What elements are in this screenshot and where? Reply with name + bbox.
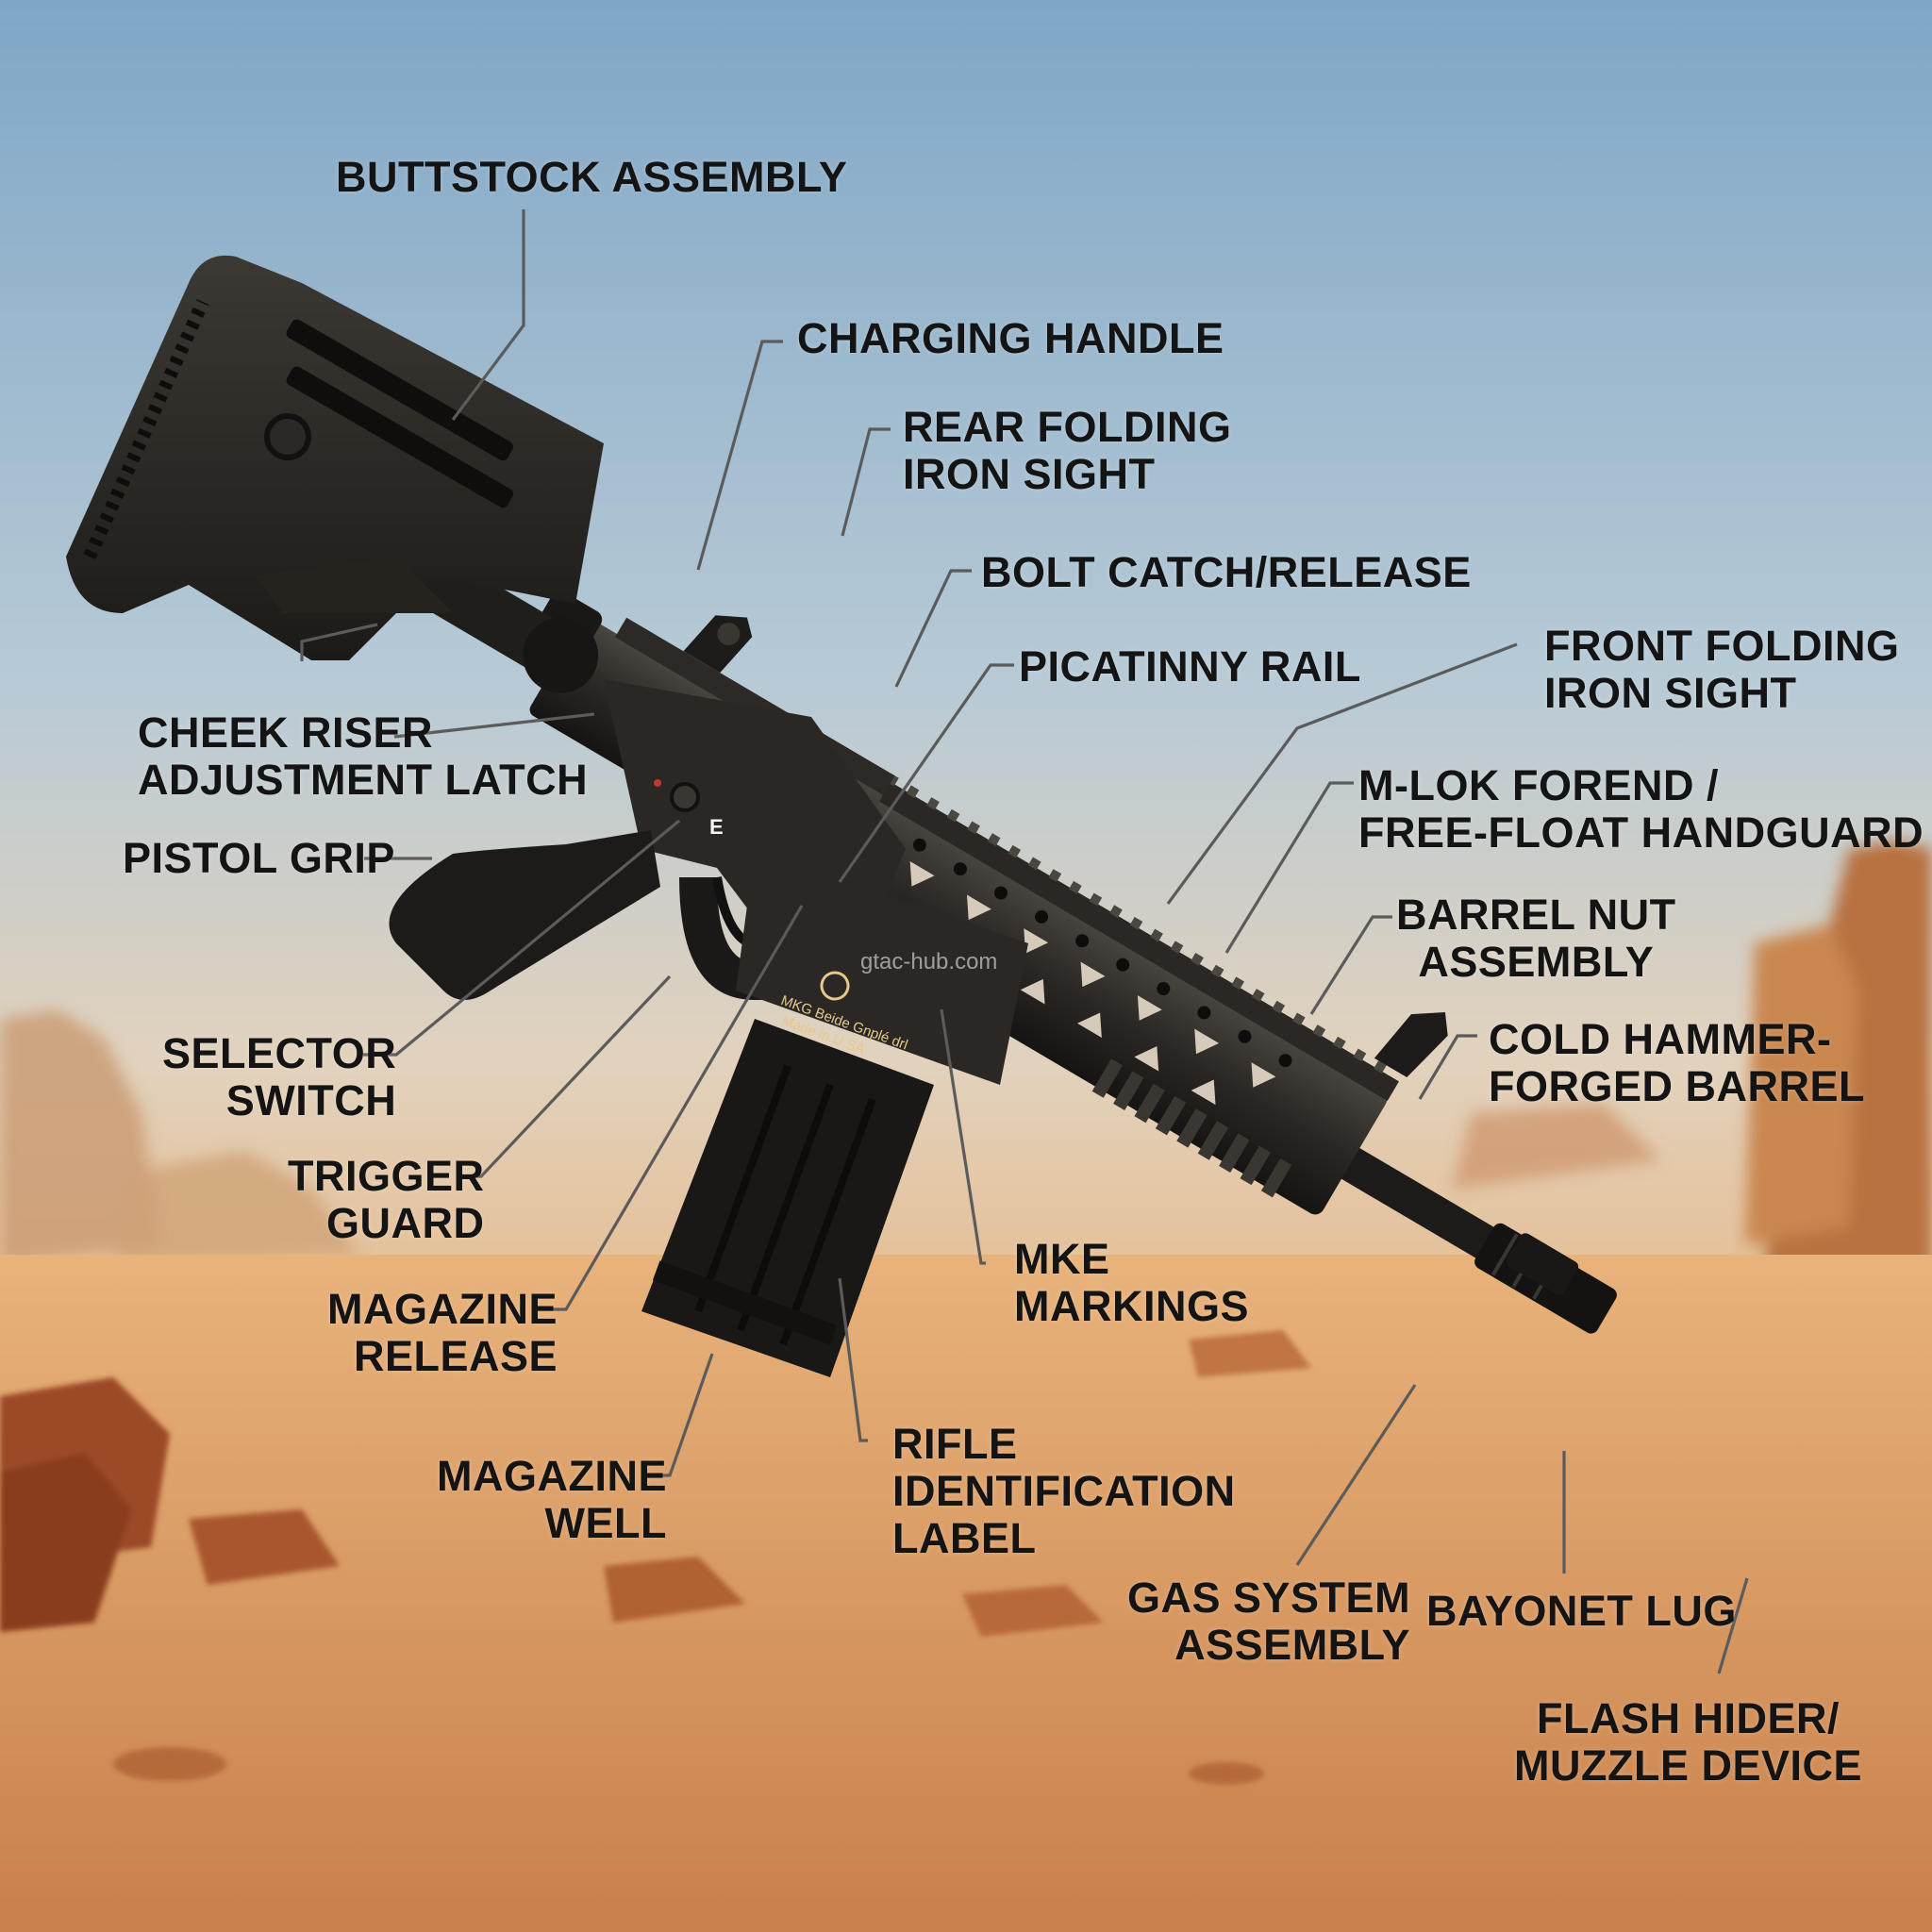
handguard-top-rail [867, 774, 1399, 1102]
label-bayonet-lug: BAYONET LUG [1426, 1587, 1737, 1635]
leader-mlok [1224, 781, 1354, 954]
leader-buttstock [451, 209, 525, 421]
leader-picatinny [838, 663, 1014, 883]
label-bolt-catch-release: BOLT CATCH/RELEASE [981, 548, 1472, 596]
leader-mke [940, 1008, 986, 1265]
leader-lines [300, 209, 1749, 1674]
sand-ground [0, 1255, 1932, 1932]
label-charging-handle: CHARGING HANDLE [797, 314, 1224, 362]
leader-front-sight [1166, 642, 1518, 905]
leader-charging [696, 340, 783, 571]
label-mlok-forend: M-LOK FOREND /FREE-FLOAT HANDGUARD [1358, 761, 1924, 857]
leader-bolt-catch [894, 569, 972, 688]
leader-trigger-guard [459, 974, 672, 1178]
leader-flash-hider [1717, 1577, 1749, 1674]
label-flash-hider-muzzle-device: FLASH HIDER/MUZZLE DEVICE [1514, 1694, 1863, 1790]
leader-rear-sight [841, 427, 891, 537]
rocks [0, 1330, 1311, 1785]
leader-selector [363, 819, 681, 1057]
label-picatinny-rail: PICATINNY RAIL [1019, 642, 1361, 691]
magazine-well-part [736, 849, 1028, 1085]
desert-mesas [0, 840, 1932, 1368]
watermark: gtac-hub.com [860, 949, 998, 974]
rifle: E MKG Beide Gnplé drl Made in U.SA [66, 255, 1617, 1377]
pistol-grip-part [389, 830, 660, 1000]
buttstock [66, 255, 604, 660]
selector-knob [670, 782, 700, 812]
leader-gas-system [1295, 1384, 1417, 1566]
label-pistol-grip: PISTOL GRIP [123, 834, 395, 882]
leader-mag-release [533, 905, 804, 1311]
leader-cheek-2 [393, 712, 595, 739]
leader-cold-hammer [1418, 1034, 1477, 1100]
label-buttstock-assembly: BUTTSTOCK ASSEMBLY [336, 153, 848, 201]
leader-cheek [300, 623, 378, 661]
handguard [801, 792, 1388, 1215]
leader-barrel-nut [1309, 915, 1392, 1015]
selector-mark: E [709, 815, 724, 839]
gas-block [1506, 1233, 1579, 1295]
label-cold-hammer-forged-barrel: COLD HAMMER-FORGED BARREL [1489, 1015, 1865, 1110]
leader-rifle-id [838, 1277, 868, 1442]
front-sight [1374, 1012, 1448, 1077]
leader-mag-well [641, 1353, 714, 1477]
